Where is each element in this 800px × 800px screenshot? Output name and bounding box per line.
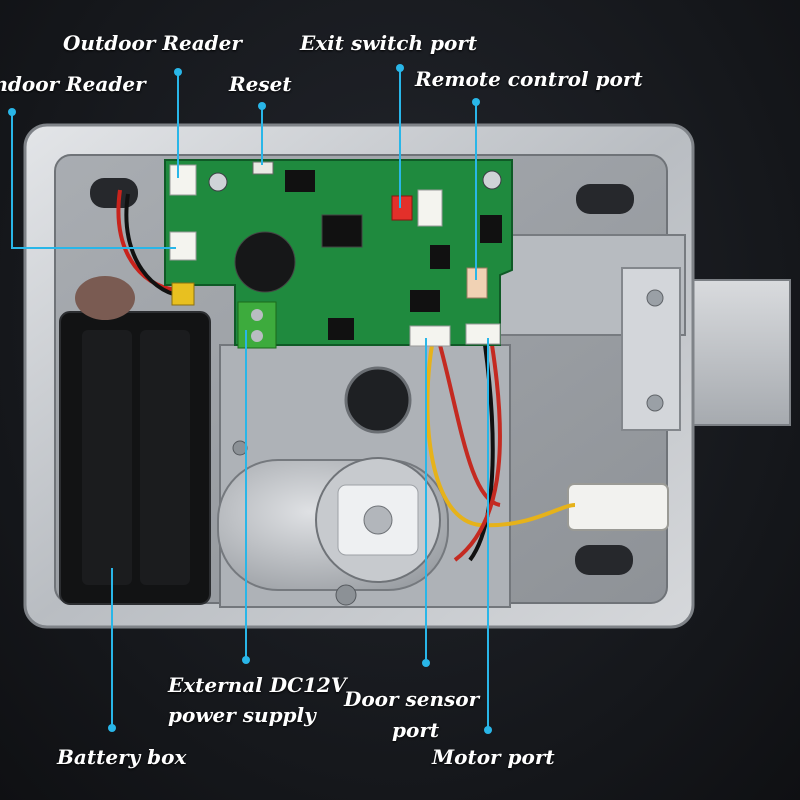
- mounting-slot: [575, 545, 633, 575]
- buzzer: [234, 231, 296, 293]
- leader-dots: [8, 64, 492, 734]
- indoor-reader-connector: [169, 231, 197, 261]
- exit-switch-white-connector: [417, 189, 443, 227]
- label-door-sensor: Door sensor: [344, 687, 480, 711]
- label-power-supply: power supply: [168, 703, 316, 727]
- wire-red: [116, 189, 181, 292]
- exit-switch-connector: [391, 195, 413, 221]
- terminal-screw: [251, 330, 263, 342]
- label-motor-port: Motor port: [432, 745, 555, 769]
- screw: [232, 440, 248, 456]
- label-external-dc12v: External DC12V: [168, 673, 347, 697]
- leader-indoor-reader: [11, 112, 176, 249]
- spindle-hole: [344, 366, 412, 434]
- power-connector-yellow: [171, 282, 195, 306]
- motor-connector: [465, 323, 501, 345]
- leader-lines: [11, 68, 489, 730]
- label-exit-switch-port: Exit switch port: [300, 31, 478, 55]
- battery-box-cell: [140, 330, 190, 585]
- screw: [335, 584, 357, 606]
- label-remote-control-port: Remote control port: [415, 67, 643, 91]
- chip: [480, 215, 502, 243]
- mounting-slot: [90, 178, 138, 208]
- battery-cap: [75, 276, 135, 320]
- pcb-mount-hole: [482, 170, 502, 190]
- label-battery-box: Battery box: [57, 745, 187, 769]
- chip: [430, 245, 450, 269]
- outdoor-reader-connector: [169, 164, 197, 196]
- battery-box-cell: [82, 330, 132, 585]
- label-door-sensor-port: port: [392, 718, 440, 742]
- pcb-mount-hole: [208, 172, 228, 192]
- chip: [321, 214, 363, 248]
- screw: [646, 394, 664, 412]
- motor-shaft: [363, 505, 393, 535]
- door-sensor-connector: [409, 325, 451, 347]
- screw: [646, 289, 664, 307]
- wire-red: [453, 344, 502, 562]
- chip: [328, 318, 354, 340]
- label-outdoor-reader: Outdoor Reader: [63, 31, 242, 55]
- terminal-screw: [251, 309, 263, 321]
- sensor-connector: [567, 483, 669, 531]
- label-reset: Reset: [229, 72, 292, 96]
- chip: [285, 170, 315, 192]
- wire-yellow: [425, 344, 576, 528]
- mounting-slot: [576, 184, 634, 214]
- label-indoor-reader: Indoor Reader: [0, 72, 146, 96]
- chip: [410, 290, 440, 312]
